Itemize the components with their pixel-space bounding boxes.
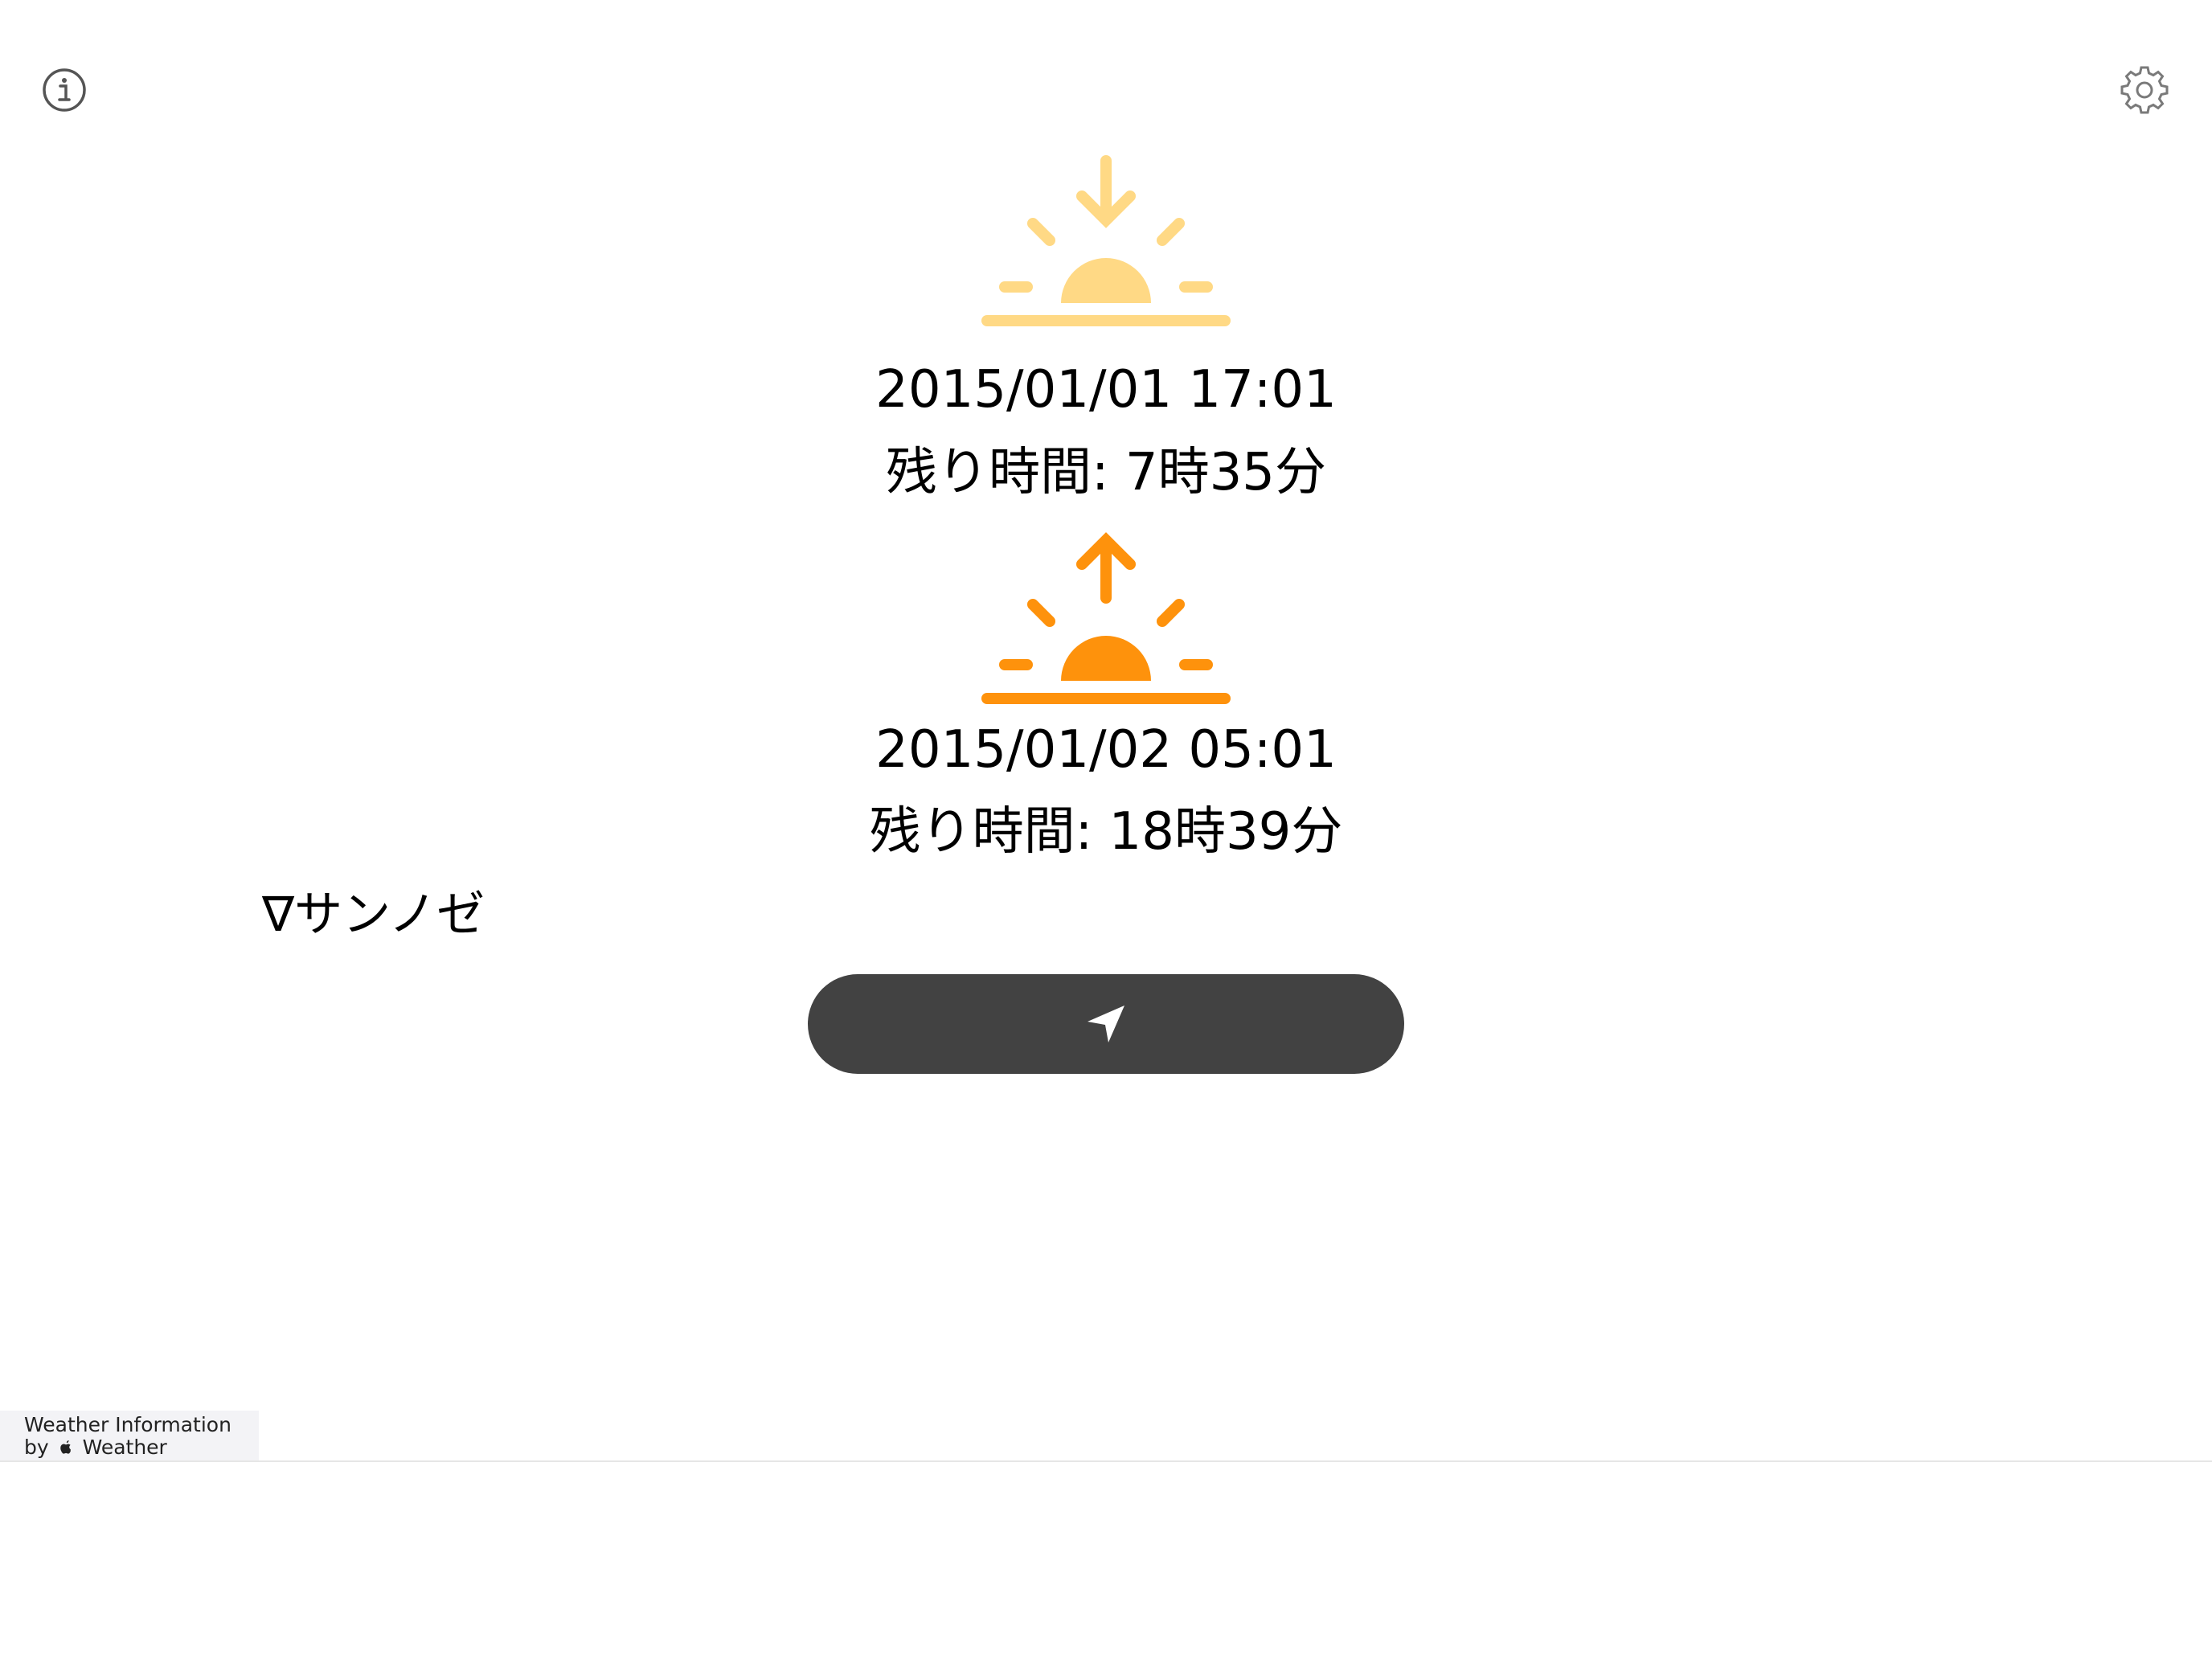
apple-logo-icon xyxy=(59,1440,71,1454)
current-location-button[interactable] xyxy=(808,974,1404,1074)
bottom-divider xyxy=(0,1460,2212,1462)
info-button[interactable] xyxy=(32,58,96,122)
settings-button[interactable] xyxy=(2112,58,2177,122)
attribution-line2: by Weather xyxy=(24,1436,259,1459)
sunrise-time: 2015/01/02 05:01 xyxy=(875,720,1337,780)
info-circle-icon xyxy=(43,68,86,112)
attribution-by: by xyxy=(24,1436,49,1459)
gear-icon xyxy=(2120,66,2169,114)
sunrise-remaining-time: 残り時間: 18時39分 xyxy=(869,802,1343,862)
attribution-brand: Weather xyxy=(82,1436,167,1459)
attribution-line1: Weather Information xyxy=(24,1413,231,1436)
sunset-time: 2015/01/01 17:01 xyxy=(875,360,1337,420)
location-selector[interactable]: ∇サンノゼ xyxy=(262,887,485,943)
sunrise-icon xyxy=(981,532,1231,704)
sunset-icon xyxy=(981,155,1231,326)
location-arrow-icon xyxy=(1088,1006,1124,1043)
weather-attribution[interactable]: Weather Information by Weather xyxy=(0,1411,259,1460)
sunset-remaining-time: 残り時間: 7時35分 xyxy=(885,443,1327,502)
